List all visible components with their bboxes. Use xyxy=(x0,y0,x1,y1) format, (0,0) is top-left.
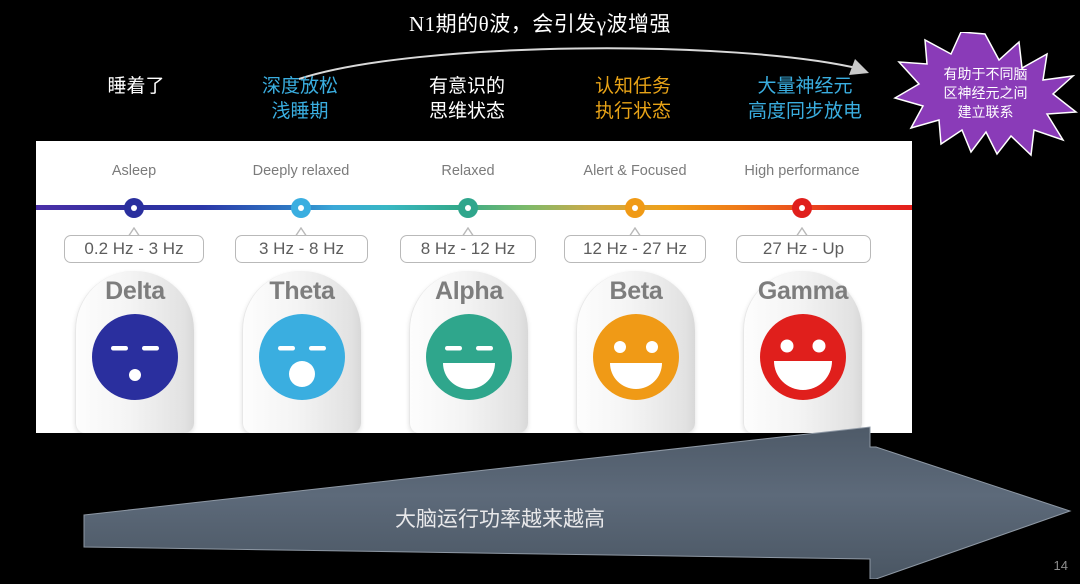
wave-card-gamma[interactable]: Gamma xyxy=(743,271,862,433)
state-label-theta: Deeply relaxed xyxy=(252,163,350,179)
state-label-beta: Alert & Focused xyxy=(583,163,687,179)
starburst-text: 有助于不同脑 区神经元之间 建立联系 xyxy=(893,32,1078,157)
wave-name-delta: Delta xyxy=(105,277,165,305)
pill-tick-theta xyxy=(294,225,308,236)
wave-card-alpha[interactable]: Alpha xyxy=(409,271,528,433)
spectrum-node-beta xyxy=(625,198,645,218)
node-core xyxy=(131,205,137,211)
state-label-delta: Asleep xyxy=(111,163,157,179)
frequency-pill-theta: 3 Hz - 8 Hz xyxy=(235,235,368,263)
pill-tick-gamma xyxy=(795,225,809,236)
state-label-gamma: High performance xyxy=(744,163,860,179)
starburst-line: 区神经元之间 xyxy=(943,87,1028,102)
starburst-line: 建立联系 xyxy=(957,106,1014,121)
annotation-row: 睡着了 深度放松 浅睡期 有意识的 思维状态 认知任务 执行状态 大量神经元 高… xyxy=(0,74,1080,136)
smiling-face-icon xyxy=(593,314,679,400)
annotation-line: 睡着了 xyxy=(107,76,165,97)
brainwave-chart-panel: Asleep Deeply relaxed Relaxed Alert & Fo… xyxy=(36,141,912,433)
power-increase-arrow-icon xyxy=(70,425,1080,580)
frequency-pill-gamma: 27 Hz - Up xyxy=(736,235,871,263)
node-core xyxy=(799,205,805,211)
wave-name-gamma: Gamma xyxy=(757,277,849,305)
wave-card-delta[interactable]: Delta xyxy=(75,271,194,433)
content-face-icon xyxy=(426,314,512,400)
spectrum-node-theta xyxy=(291,198,311,218)
wave-name-alpha: Alpha xyxy=(435,277,503,305)
state-label-row: Asleep Deeply relaxed Relaxed Alert & Fo… xyxy=(36,163,912,183)
big-smiling-face-icon xyxy=(760,314,846,400)
frequency-pill-delta: 0.2 Hz - 3 Hz xyxy=(64,235,204,263)
node-core xyxy=(632,205,638,211)
spectrum-node-alpha xyxy=(458,198,478,218)
page-number: 14 xyxy=(1053,558,1068,573)
pill-tick-beta xyxy=(628,225,642,236)
spectrum-node-delta xyxy=(124,198,144,218)
pill-tick-alpha xyxy=(461,225,475,236)
annotation-line: 大量神经元 xyxy=(757,76,853,97)
annotation-line: 深度放松 xyxy=(261,76,338,97)
annotation-conscious: 有意识的 思维状态 xyxy=(397,74,537,124)
annotation-line: 认知任务 xyxy=(594,76,671,97)
annotation-line: 有意识的 xyxy=(428,76,505,97)
wave-card-theta[interactable]: Theta xyxy=(242,271,361,433)
asleep-face-icon xyxy=(92,314,178,400)
annotation-line: 高度同步放电 xyxy=(747,101,862,122)
starburst-callout: 有助于不同脑 区神经元之间 建立联系 xyxy=(893,32,1078,157)
wave-name-beta: Beta xyxy=(609,277,663,305)
annotation-cognitive-task: 认知任务 执行状态 xyxy=(563,74,703,124)
node-core xyxy=(465,205,471,211)
wave-name-theta: Theta xyxy=(269,277,335,305)
node-core xyxy=(298,205,304,211)
power-increase-label: 大脑运行功率越来越高 xyxy=(395,507,605,531)
annotation-neuron-sync: 大量神经元 高度同步放电 xyxy=(723,74,887,124)
yawning-face-icon xyxy=(259,314,345,400)
annotation-line: 浅睡期 xyxy=(271,101,329,122)
frequency-pill-alpha: 8 Hz - 12 Hz xyxy=(400,235,536,263)
wave-card-beta[interactable]: Beta xyxy=(576,271,695,433)
annotation-asleep: 睡着了 xyxy=(66,74,206,99)
spectrum-node-gamma xyxy=(792,198,812,218)
annotation-line: 思维状态 xyxy=(428,101,505,122)
pill-tick-delta xyxy=(127,225,141,236)
page-title: N1期的θ波，会引发γ波增强 xyxy=(408,12,671,36)
frequency-pill-beta: 12 Hz - 27 Hz xyxy=(564,235,706,263)
starburst-line: 有助于不同脑 xyxy=(943,68,1028,83)
state-label-alpha: Relaxed xyxy=(441,163,495,179)
annotation-line: 执行状态 xyxy=(594,101,671,122)
annotation-deep-relax: 深度放松 浅睡期 xyxy=(230,74,370,124)
